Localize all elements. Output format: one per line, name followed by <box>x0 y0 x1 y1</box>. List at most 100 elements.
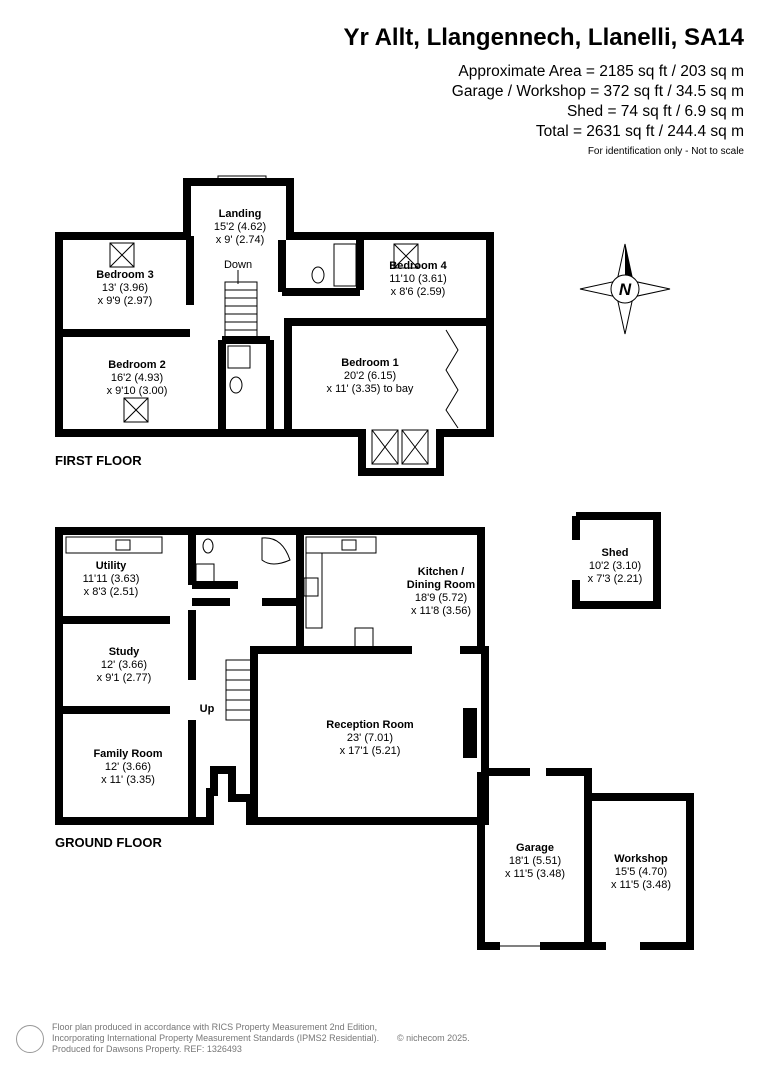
svg-text:Bedroom 3: Bedroom 3 <box>96 269 153 281</box>
svg-text:Landing: Landing <box>219 208 262 220</box>
svg-text:Bedroom 1: Bedroom 1 <box>341 357 398 369</box>
room-bedroom-3: Bedroom 3 13' (3.96) x 9'9 (2.97) <box>96 269 153 307</box>
svg-text:23' (7.01): 23' (7.01) <box>347 732 393 744</box>
room-garage: Garage 18'1 (5.51) x 11'5 (3.48) <box>505 842 565 880</box>
svg-text:Family Room: Family Room <box>93 748 162 760</box>
skylight <box>393 243 419 269</box>
room-utility: Utility 11'11 (3.63) x 8'3 (2.51) <box>83 560 140 598</box>
svg-text:x 17'1 (5.21): x 17'1 (5.21) <box>340 745 401 757</box>
svg-text:Reception Room: Reception Room <box>326 719 414 731</box>
skylight <box>401 429 429 465</box>
area-summary: Approximate Area = 2185 sq ft / 203 sq m… <box>452 62 744 157</box>
footer-line: Floor plan produced in accordance with R… <box>52 1022 378 1032</box>
svg-text:Study: Study <box>109 646 140 658</box>
svg-text:Kitchen /: Kitchen / <box>418 566 464 578</box>
room-family: Family Room 12' (3.66) x 11' (3.35) <box>93 748 162 786</box>
svg-text:16'2 (4.93): 16'2 (4.93) <box>111 372 163 384</box>
first-floor-walls <box>55 178 494 476</box>
skylight <box>371 429 399 465</box>
shower <box>227 345 251 369</box>
svg-text:x 11' (3.35): x 11' (3.35) <box>101 774 155 786</box>
area-shed: Shed = 74 sq ft / 6.9 sq m <box>566 103 744 120</box>
svg-text:15'2 (4.62): 15'2 (4.62) <box>214 221 266 233</box>
sink <box>341 539 357 551</box>
svg-text:11'10 (3.61): 11'10 (3.61) <box>389 273 447 285</box>
room-landing: Landing 15'2 (4.62) x 9' (2.74) <box>214 208 266 246</box>
skylight <box>109 242 135 268</box>
svg-text:11'11 (3.63): 11'11 (3.63) <box>83 573 140 585</box>
svg-text:Bedroom 2: Bedroom 2 <box>108 359 165 371</box>
room-kitchen-dining: Kitchen / Dining Room 18'9 (5.72) x 11'8… <box>407 566 476 617</box>
toilet <box>202 538 214 554</box>
svg-text:20'2 (6.15): 20'2 (6.15) <box>344 370 396 382</box>
svg-text:x 11'5 (3.48): x 11'5 (3.48) <box>611 879 671 891</box>
svg-text:x 8'6 (2.59): x 8'6 (2.59) <box>391 286 446 298</box>
skylight <box>123 397 149 423</box>
svg-text:12' (3.66): 12' (3.66) <box>105 761 151 773</box>
toilet <box>311 266 325 284</box>
area-total: Total = 2631 sq ft / 244.4 sq m <box>535 123 744 140</box>
compass-north-label: N <box>619 280 632 299</box>
stair-down-label: Down <box>224 259 252 271</box>
svg-text:13' (3.96): 13' (3.96) <box>102 282 148 294</box>
chimney-breast <box>463 708 477 758</box>
area-garage-workshop: Garage / Workshop = 372 sq ft / 34.5 sq … <box>451 83 744 100</box>
svg-text:x 9'1 (2.77): x 9'1 (2.77) <box>97 672 152 684</box>
room-study: Study 12' (3.66) x 9'1 (2.77) <box>97 646 152 684</box>
room-workshop: Workshop 15'5 (4.70) x 11'5 (3.48) <box>611 853 671 891</box>
svg-text:x 8'3 (2.51): x 8'3 (2.51) <box>84 586 139 598</box>
svg-text:Shed: Shed <box>602 547 629 559</box>
svg-text:18'1 (5.51): 18'1 (5.51) <box>509 855 561 867</box>
wardrobe <box>445 329 459 429</box>
ground-floor-label: GROUND FLOOR <box>55 835 162 850</box>
hob <box>303 577 319 597</box>
person-icon <box>16 1025 44 1053</box>
copyright: © nichecom 2025. <box>397 1033 470 1043</box>
window <box>99 817 161 825</box>
footer-line: Incorporating International Property Mea… <box>52 1033 380 1043</box>
staircase <box>225 659 253 721</box>
footer-line: Produced for Dawsons Property. REF: 1326… <box>52 1044 242 1054</box>
svg-text:x 7'3 (2.21): x 7'3 (2.21) <box>588 573 643 585</box>
svg-text:10'2 (3.10): 10'2 (3.10) <box>589 560 641 572</box>
svg-text:x 9'9 (2.97): x 9'9 (2.97) <box>98 295 153 307</box>
room-bedroom-4: Bedroom 4 11'10 (3.61) x 8'6 (2.59) <box>389 260 447 298</box>
svg-text:15'5 (4.70): 15'5 (4.70) <box>615 866 667 878</box>
sink <box>115 539 131 551</box>
svg-text:Workshop: Workshop <box>614 853 668 865</box>
ground-floor-fixtures <box>55 536 391 825</box>
cooker <box>354 627 374 649</box>
window <box>55 639 63 687</box>
svg-text:x 11'8 (3.56): x 11'8 (3.56) <box>411 605 471 617</box>
room-bedroom-2: Bedroom 2 16'2 (4.93) x 9'10 (3.00) <box>107 359 168 397</box>
room-shed: Shed 10'2 (3.10) x 7'3 (2.21) <box>588 547 643 585</box>
kitchen-worktop <box>305 536 377 554</box>
room-reception: Reception Room 23' (7.01) x 17'1 (5.21) <box>326 719 414 757</box>
staircase <box>224 270 258 339</box>
first-floor-label: FIRST FLOOR <box>55 453 142 468</box>
first-floor-fixtures <box>109 175 459 465</box>
french-doors <box>217 175 267 185</box>
kitchen-worktop <box>305 552 323 629</box>
svg-text:12' (3.66): 12' (3.66) <box>101 659 147 671</box>
svg-text:x 11' (3.35) to bay: x 11' (3.35) to bay <box>327 383 414 395</box>
scale-note: For identification only - Not to scale <box>587 146 744 157</box>
window <box>329 817 391 825</box>
stair-up-label: Up <box>200 703 215 715</box>
svg-text:Dining Room: Dining Room <box>407 579 476 591</box>
svg-text:x 11'5 (3.48): x 11'5 (3.48) <box>505 868 565 880</box>
area-approximate: Approximate Area = 2185 sq ft / 203 sq m <box>458 63 744 80</box>
svg-text:Bedroom 4: Bedroom 4 <box>389 260 447 272</box>
compass-icon: N <box>579 243 671 335</box>
svg-text:18'9 (5.72): 18'9 (5.72) <box>415 592 467 604</box>
shower <box>333 243 357 287</box>
utility-worktop <box>65 536 163 554</box>
shower <box>195 563 215 583</box>
svg-text:x 9'10 (3.00): x 9'10 (3.00) <box>107 385 168 397</box>
room-bedroom-1: Bedroom 1 20'2 (6.15) x 11' (3.35) to ba… <box>327 357 414 395</box>
bath <box>261 537 291 565</box>
svg-text:x 9' (2.74): x 9' (2.74) <box>216 234 265 246</box>
toilet <box>229 376 243 394</box>
svg-text:Utility: Utility <box>96 560 127 572</box>
